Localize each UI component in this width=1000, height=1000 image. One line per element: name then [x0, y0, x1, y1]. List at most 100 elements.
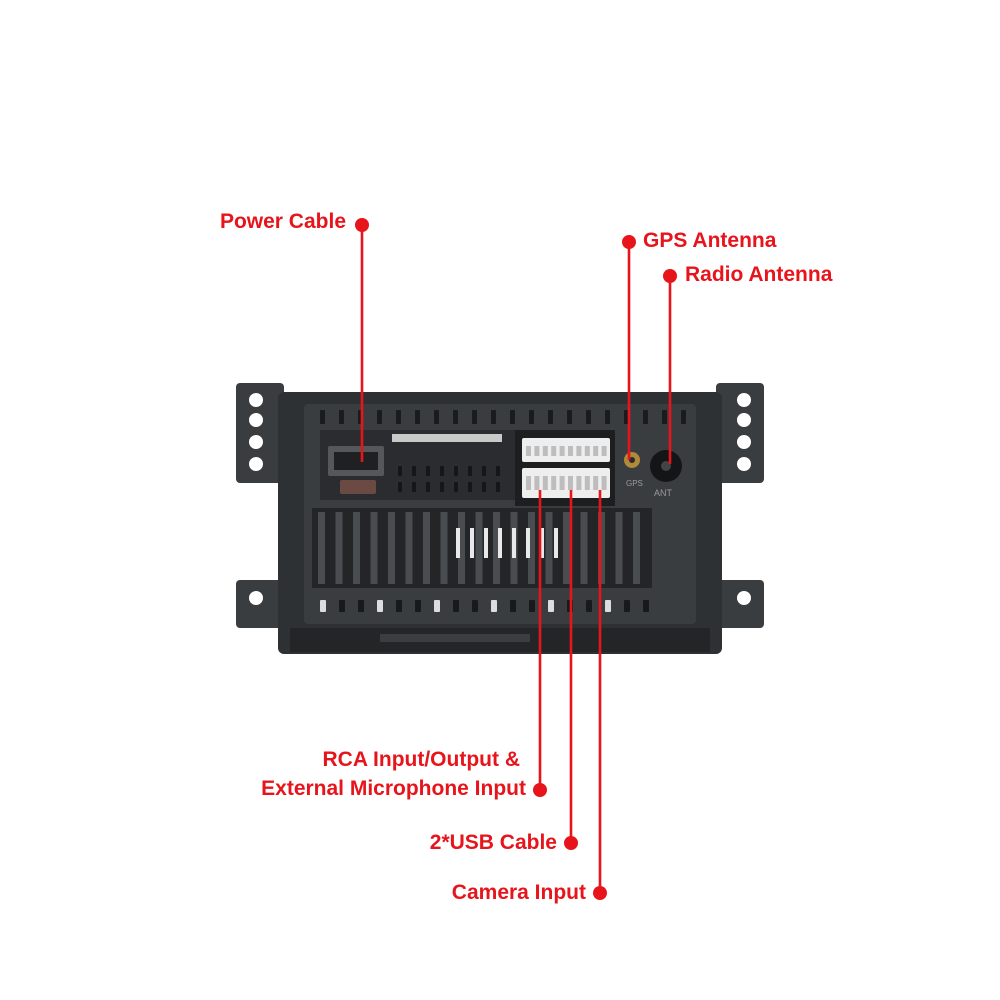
callout-camera-input: Camera Input — [451, 881, 586, 904]
vent-slot — [586, 410, 591, 424]
vent-slot — [377, 410, 382, 424]
secondary-connector — [340, 480, 376, 494]
bottom-slot — [472, 600, 478, 612]
vent-slot — [567, 410, 572, 424]
vent-hole — [468, 466, 472, 476]
fin-highlight — [540, 528, 544, 558]
pin — [542, 446, 548, 456]
fin-highlight — [470, 528, 474, 558]
fin — [370, 512, 378, 584]
vent-hole — [496, 482, 500, 492]
pin — [534, 446, 540, 456]
callout-rca-line1: RCA Input/Output & — [322, 748, 520, 771]
bottom-slot — [643, 600, 649, 612]
fin — [633, 512, 640, 584]
fin — [580, 512, 588, 584]
fin — [335, 512, 343, 584]
pin — [568, 476, 573, 490]
radio-ant-port-center — [661, 461, 671, 471]
power-cable-dot — [355, 218, 369, 232]
bottom-slot — [548, 600, 554, 612]
pin — [542, 476, 548, 490]
fin — [423, 512, 430, 584]
pin — [551, 476, 557, 490]
vent-hole — [496, 466, 500, 476]
usb-camera-connector — [522, 468, 610, 498]
bottom-slot — [320, 600, 326, 612]
pin — [526, 476, 531, 490]
vent-hole — [482, 466, 486, 476]
vent-hole — [412, 466, 416, 476]
connector-pins — [526, 446, 607, 490]
vent-hole — [426, 482, 430, 492]
fin — [563, 512, 570, 584]
bottom-slot — [624, 600, 630, 612]
vent-hole — [454, 466, 458, 476]
fin — [388, 512, 395, 584]
vent-hole — [468, 482, 472, 492]
vent-hole — [398, 482, 402, 492]
pin — [593, 446, 599, 456]
fin — [318, 512, 325, 584]
vent-slot — [472, 410, 477, 424]
vent-hole — [482, 482, 486, 492]
bottom-slot — [453, 600, 459, 612]
ant-port-label: ANT — [654, 488, 673, 498]
pin — [568, 446, 573, 456]
mounting-bracket-left — [236, 383, 284, 628]
fin — [615, 512, 623, 584]
fin-highlight — [526, 528, 530, 558]
vent-slot — [681, 410, 686, 424]
bottom-slot — [605, 600, 611, 612]
vent-slot — [434, 410, 439, 424]
vent-slot — [339, 410, 344, 424]
callout-power-cable: Power Cable — [219, 210, 346, 233]
pin — [576, 476, 582, 490]
vent-slot — [491, 410, 496, 424]
gps-antenna-dot — [622, 235, 636, 249]
pin — [526, 446, 531, 456]
pin — [551, 446, 557, 456]
pin — [559, 476, 565, 490]
bottom-slot — [510, 600, 516, 612]
pin — [534, 476, 540, 490]
vent-slot — [529, 410, 534, 424]
fin — [458, 512, 465, 584]
vent-slot — [453, 410, 458, 424]
top-vent-slots — [320, 410, 686, 424]
fin — [475, 512, 483, 584]
gps-port-label: GPS — [626, 479, 643, 488]
fin — [353, 512, 360, 584]
bottom-slot — [434, 600, 440, 612]
bottom-slot — [586, 600, 592, 612]
pin — [559, 446, 565, 456]
vent-slot — [320, 410, 325, 424]
pin — [576, 446, 582, 456]
callout-usb-cable: 2*USB Cable — [429, 831, 557, 854]
pin — [601, 476, 607, 490]
vent-slot — [548, 410, 553, 424]
fin-highlight — [456, 528, 460, 558]
pin — [584, 476, 590, 490]
usb-dot — [564, 836, 578, 850]
fin — [545, 512, 553, 584]
pin — [584, 446, 590, 456]
heatsink-fins — [318, 512, 640, 584]
vent-slot — [396, 410, 401, 424]
bottom-slot — [377, 600, 383, 612]
callout-gps-antenna: GPS Antenna — [643, 229, 777, 252]
callout-radio-antenna: Radio Antenna — [685, 263, 833, 286]
pin — [593, 476, 599, 490]
vent-slot — [662, 410, 667, 424]
gps-port-center — [629, 457, 635, 463]
bottom-slot — [396, 600, 402, 612]
bottom-label-strip — [380, 634, 530, 642]
vent-hole — [426, 466, 430, 476]
bottom-slot — [491, 600, 497, 612]
fin — [440, 512, 448, 584]
vent-slot — [415, 410, 420, 424]
fin — [405, 512, 413, 584]
